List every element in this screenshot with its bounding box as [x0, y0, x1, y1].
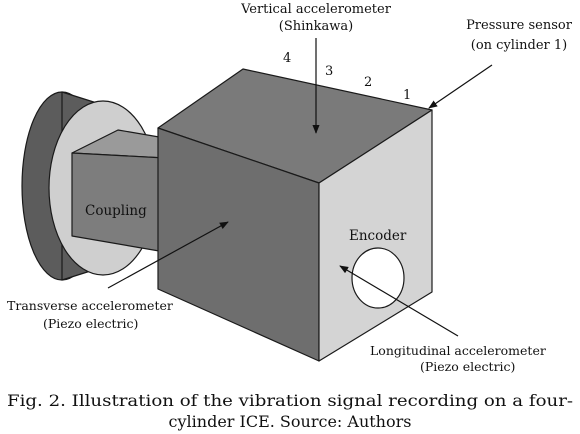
cylinder-numbers: 4 3 2 1 [283, 51, 411, 103]
transverse-accelerometer-arrow [107, 221, 229, 289]
longitudinal-accelerometer-type: (Piezo electric) [420, 359, 515, 374]
pressure-sensor: Pressure sensor (on cylinder 1) [428, 18, 573, 109]
transverse-accelerometer: Transverse accelerometer (Piezo electric… [7, 221, 229, 331]
caption-line-1: Fig. 2. Illustration of the vibration si… [7, 391, 573, 410]
coupling-label: Coupling [85, 203, 147, 219]
encoder-label: Encoder [349, 228, 407, 244]
cylinder-number: 4 [283, 51, 291, 66]
figure-caption: Fig. 2. Illustration of the vibration si… [7, 391, 573, 431]
transverse-accelerometer-label: Transverse accelerometer [7, 298, 173, 313]
pressure-sensor-label: Pressure sensor [466, 18, 573, 33]
longitudinal-accelerometer-label: Longitudinal accelerometer [370, 343, 546, 358]
encoder-hole [351, 247, 405, 309]
longitudinal-accelerometer-arrow [339, 265, 459, 337]
engine-block: Encoder [157, 68, 433, 362]
cylinder-number: 1 [403, 88, 411, 103]
transverse-accelerometer-type: (Piezo electric) [43, 316, 138, 331]
cylinder-number: 2 [364, 75, 372, 90]
pressure-sensor-arrow [428, 64, 493, 109]
pressure-sensor-location: (on cylinder 1) [471, 38, 567, 53]
vertical-accelerometer-label: Vertical accelerometer [240, 2, 392, 17]
longitudinal-accelerometer: Longitudinal accelerometer (Piezo electr… [339, 265, 546, 374]
vertical-accelerometer-type: (Shinkawa) [279, 19, 353, 34]
coupling: Coupling [71, 129, 166, 253]
cylinder-number: 3 [325, 64, 333, 79]
caption-line-2: cylinder ICE. Source: Authors [169, 412, 412, 431]
vertical-accelerometer: Vertical accelerometer (Shinkawa) [240, 2, 392, 134]
engine-side-face [318, 109, 433, 362]
